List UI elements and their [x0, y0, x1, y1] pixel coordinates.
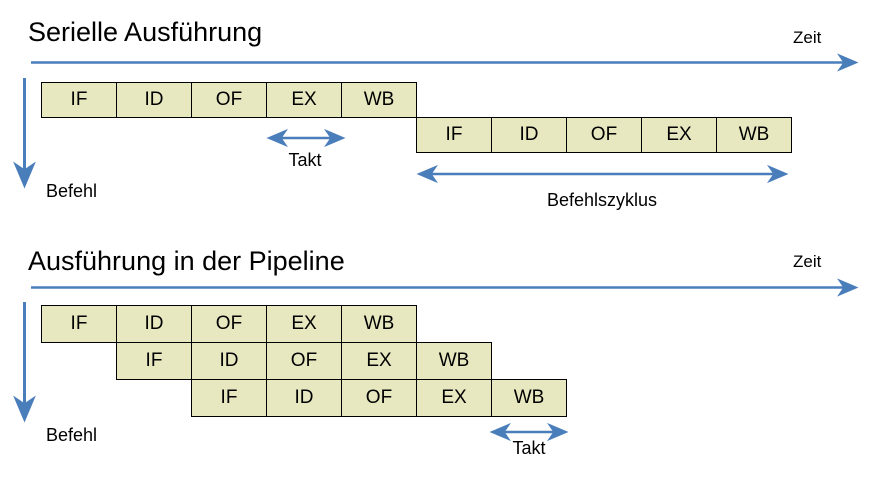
stage-box: WB: [341, 305, 417, 343]
stage-box: ID: [491, 117, 567, 153]
stage-box: IF: [116, 342, 192, 380]
stage-box: IF: [416, 117, 492, 153]
clock-span-arrow-pipeline: [489, 422, 569, 442]
stage-box: OF: [341, 379, 417, 417]
serial-rows-container: IF ID OF EX WB IF ID OF EX WB: [0, 0, 887, 230]
cycle-span-arrow-serial: [416, 164, 789, 184]
stage-box: ID: [116, 82, 192, 118]
stage-box: OF: [191, 82, 267, 118]
stage-box: EX: [341, 342, 417, 380]
stage-box: ID: [116, 305, 192, 343]
instruction-axis-arrow-pipeline: [13, 302, 36, 423]
stage-box: IF: [41, 305, 117, 343]
stage-box: OF: [266, 342, 342, 380]
stage-box: ID: [191, 342, 267, 380]
stage-box: WB: [341, 82, 417, 118]
stage-box: OF: [191, 305, 267, 343]
stage-box: EX: [266, 305, 342, 343]
stage-box: WB: [491, 379, 567, 417]
section-title-pipeline: Ausführung in der Pipeline: [28, 246, 345, 276]
cycle-label-serial: Befehlszyklus: [546, 190, 658, 210]
stage-box: IF: [41, 82, 117, 118]
stage-box: ID: [266, 379, 342, 417]
time-axis-arrow-serial: [31, 53, 859, 72]
stage-box: OF: [566, 117, 642, 153]
section-title-serial: Serielle Ausführung: [28, 17, 263, 47]
time-axis-label-pipeline: Zeit: [793, 252, 822, 271]
instruction-axis-label-serial: Befehl: [46, 181, 98, 201]
stage-box: EX: [641, 117, 717, 153]
stage-box: WB: [716, 117, 792, 153]
stage-box: EX: [266, 82, 342, 118]
clock-label-serial: Takt: [288, 150, 322, 170]
instruction-axis-label-pipeline: Befehl: [46, 425, 98, 445]
time-axis-arrow-pipeline: [31, 278, 859, 297]
stage-box: WB: [416, 342, 492, 380]
clock-span-arrow-serial: [266, 128, 346, 148]
stage-box: IF: [191, 379, 267, 417]
instruction-axis-arrow-serial: [13, 78, 36, 189]
clock-label-pipeline: Takt: [512, 438, 546, 458]
stage-box: EX: [416, 379, 492, 417]
time-axis-label-serial: Zeit: [793, 28, 822, 47]
